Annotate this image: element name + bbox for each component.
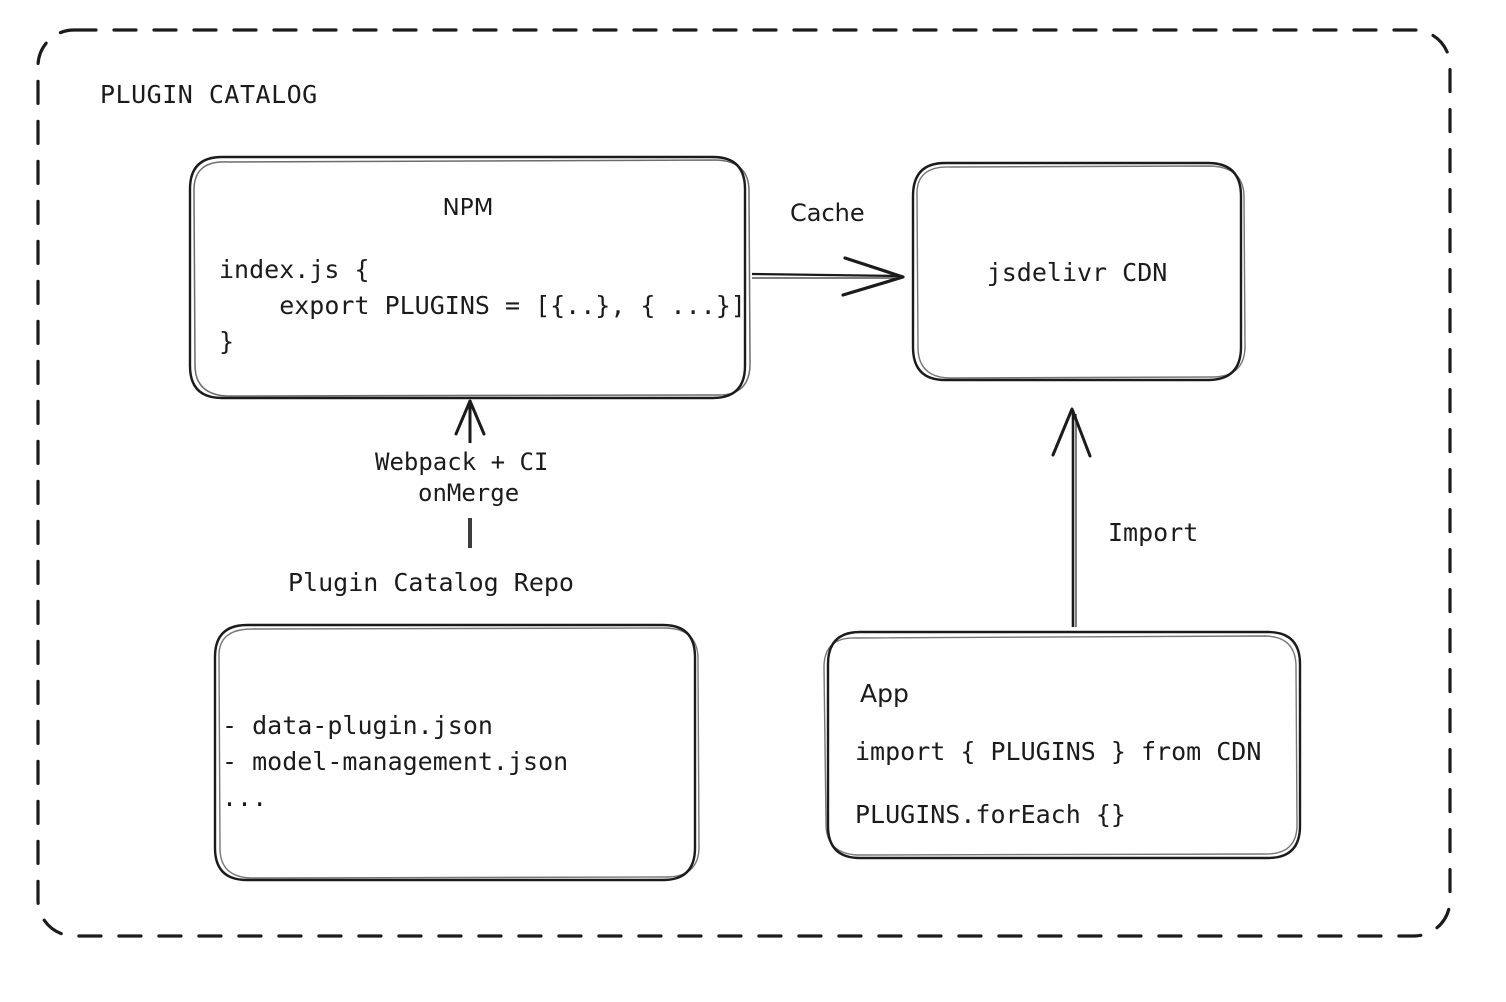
app-node-title: App xyxy=(860,679,909,708)
import-arrow xyxy=(1051,407,1092,627)
app-code-line-1: import { PLUGINS } from CDN xyxy=(855,737,1262,766)
repo-file-line-2: - model-management.json xyxy=(222,747,569,776)
npm-code-line-2: export PLUGINS = [{..}, { ...}] xyxy=(219,291,746,320)
plugin-catalog-repo-caption: Plugin Catalog Repo xyxy=(288,568,574,597)
build-edge-label-line-2: onMerge xyxy=(418,479,520,507)
npm-code-line-1: index.js { xyxy=(219,255,370,284)
npm-code-line-3: } xyxy=(219,327,235,356)
plugin-catalog-title: PLUGIN CATALOG xyxy=(100,80,318,109)
repo-file-line-3: ... xyxy=(222,783,268,812)
plugin-catalog-repo-file-list: - data-plugin.json - model-management.js… xyxy=(222,708,568,816)
cache-edge-label: Cache xyxy=(790,199,865,227)
npm-code-block: index.js { export PLUGINS = [{..}, { ...… xyxy=(219,252,746,360)
app-code-line-2: PLUGINS.forEach {} xyxy=(855,800,1126,829)
repo-file-line-1: - data-plugin.json xyxy=(222,711,493,740)
jsdelivr-cdn-node-title: jsdelivr CDN xyxy=(986,258,1168,287)
build-edge-label-line-1: Webpack + CI xyxy=(375,448,549,476)
import-edge-label: Import xyxy=(1108,518,1199,547)
cache-arrow xyxy=(751,256,905,297)
npm-node-title: NPM xyxy=(442,195,494,221)
